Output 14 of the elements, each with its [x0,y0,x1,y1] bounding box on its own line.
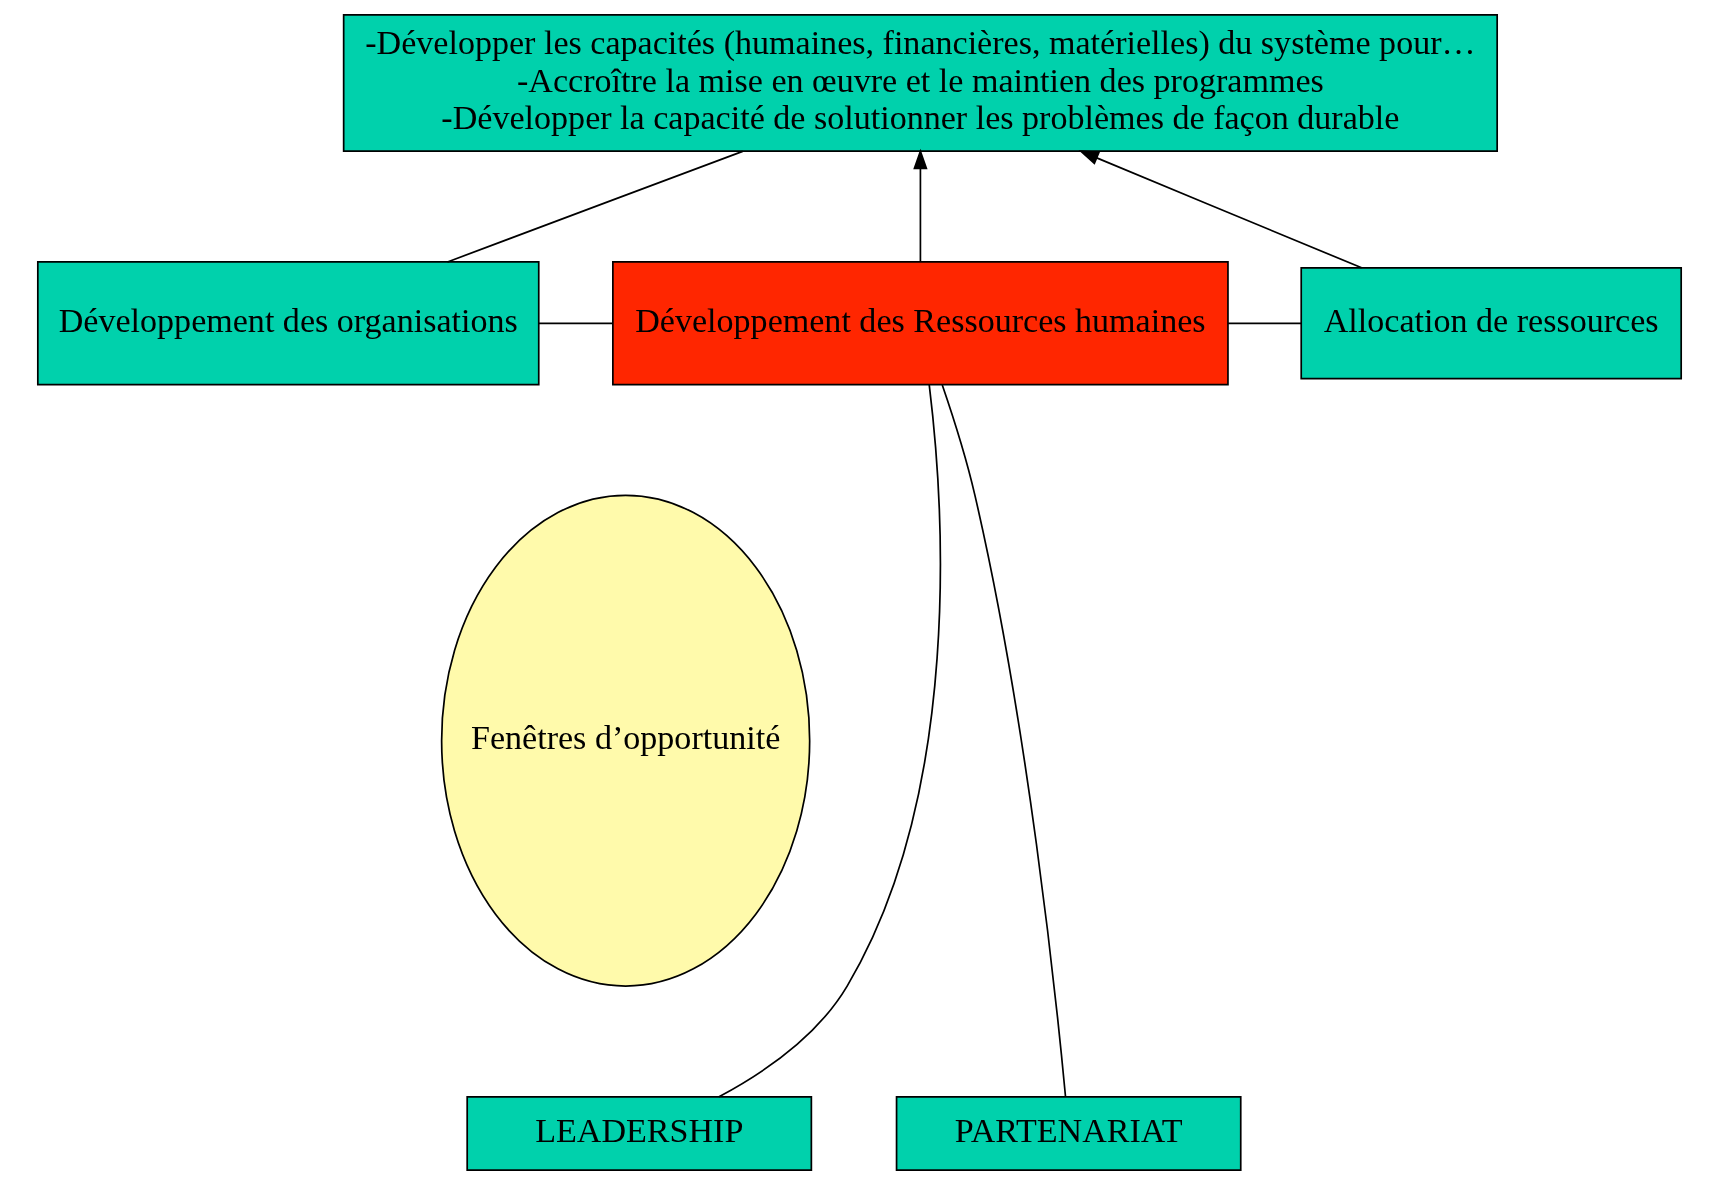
node-box: PARTENARIAT [895,1096,1242,1171]
connector [446,150,744,263]
node-box: LEADERSHIP [466,1096,813,1171]
connector [538,322,614,325]
connector [941,384,1067,1098]
node-ellipse: Fenêtres d’opportunité [440,494,811,987]
arrow [1078,150,1363,269]
node-box: -Développer les capacités (humaines, financières, matérielles) du système pour… -Accroître la mise en œuvre et le maintien des programmes -Développer la capacité de solutionner les problèmes de façon durable [342,14,1498,153]
connector [1227,322,1302,325]
node-box: Développement des organisations [36,261,540,386]
arrow [913,148,928,263]
node-box: Développement des Ressources humaines [612,261,1229,386]
connector [718,383,942,1098]
node-box: Allocation de ressources [1300,267,1683,380]
